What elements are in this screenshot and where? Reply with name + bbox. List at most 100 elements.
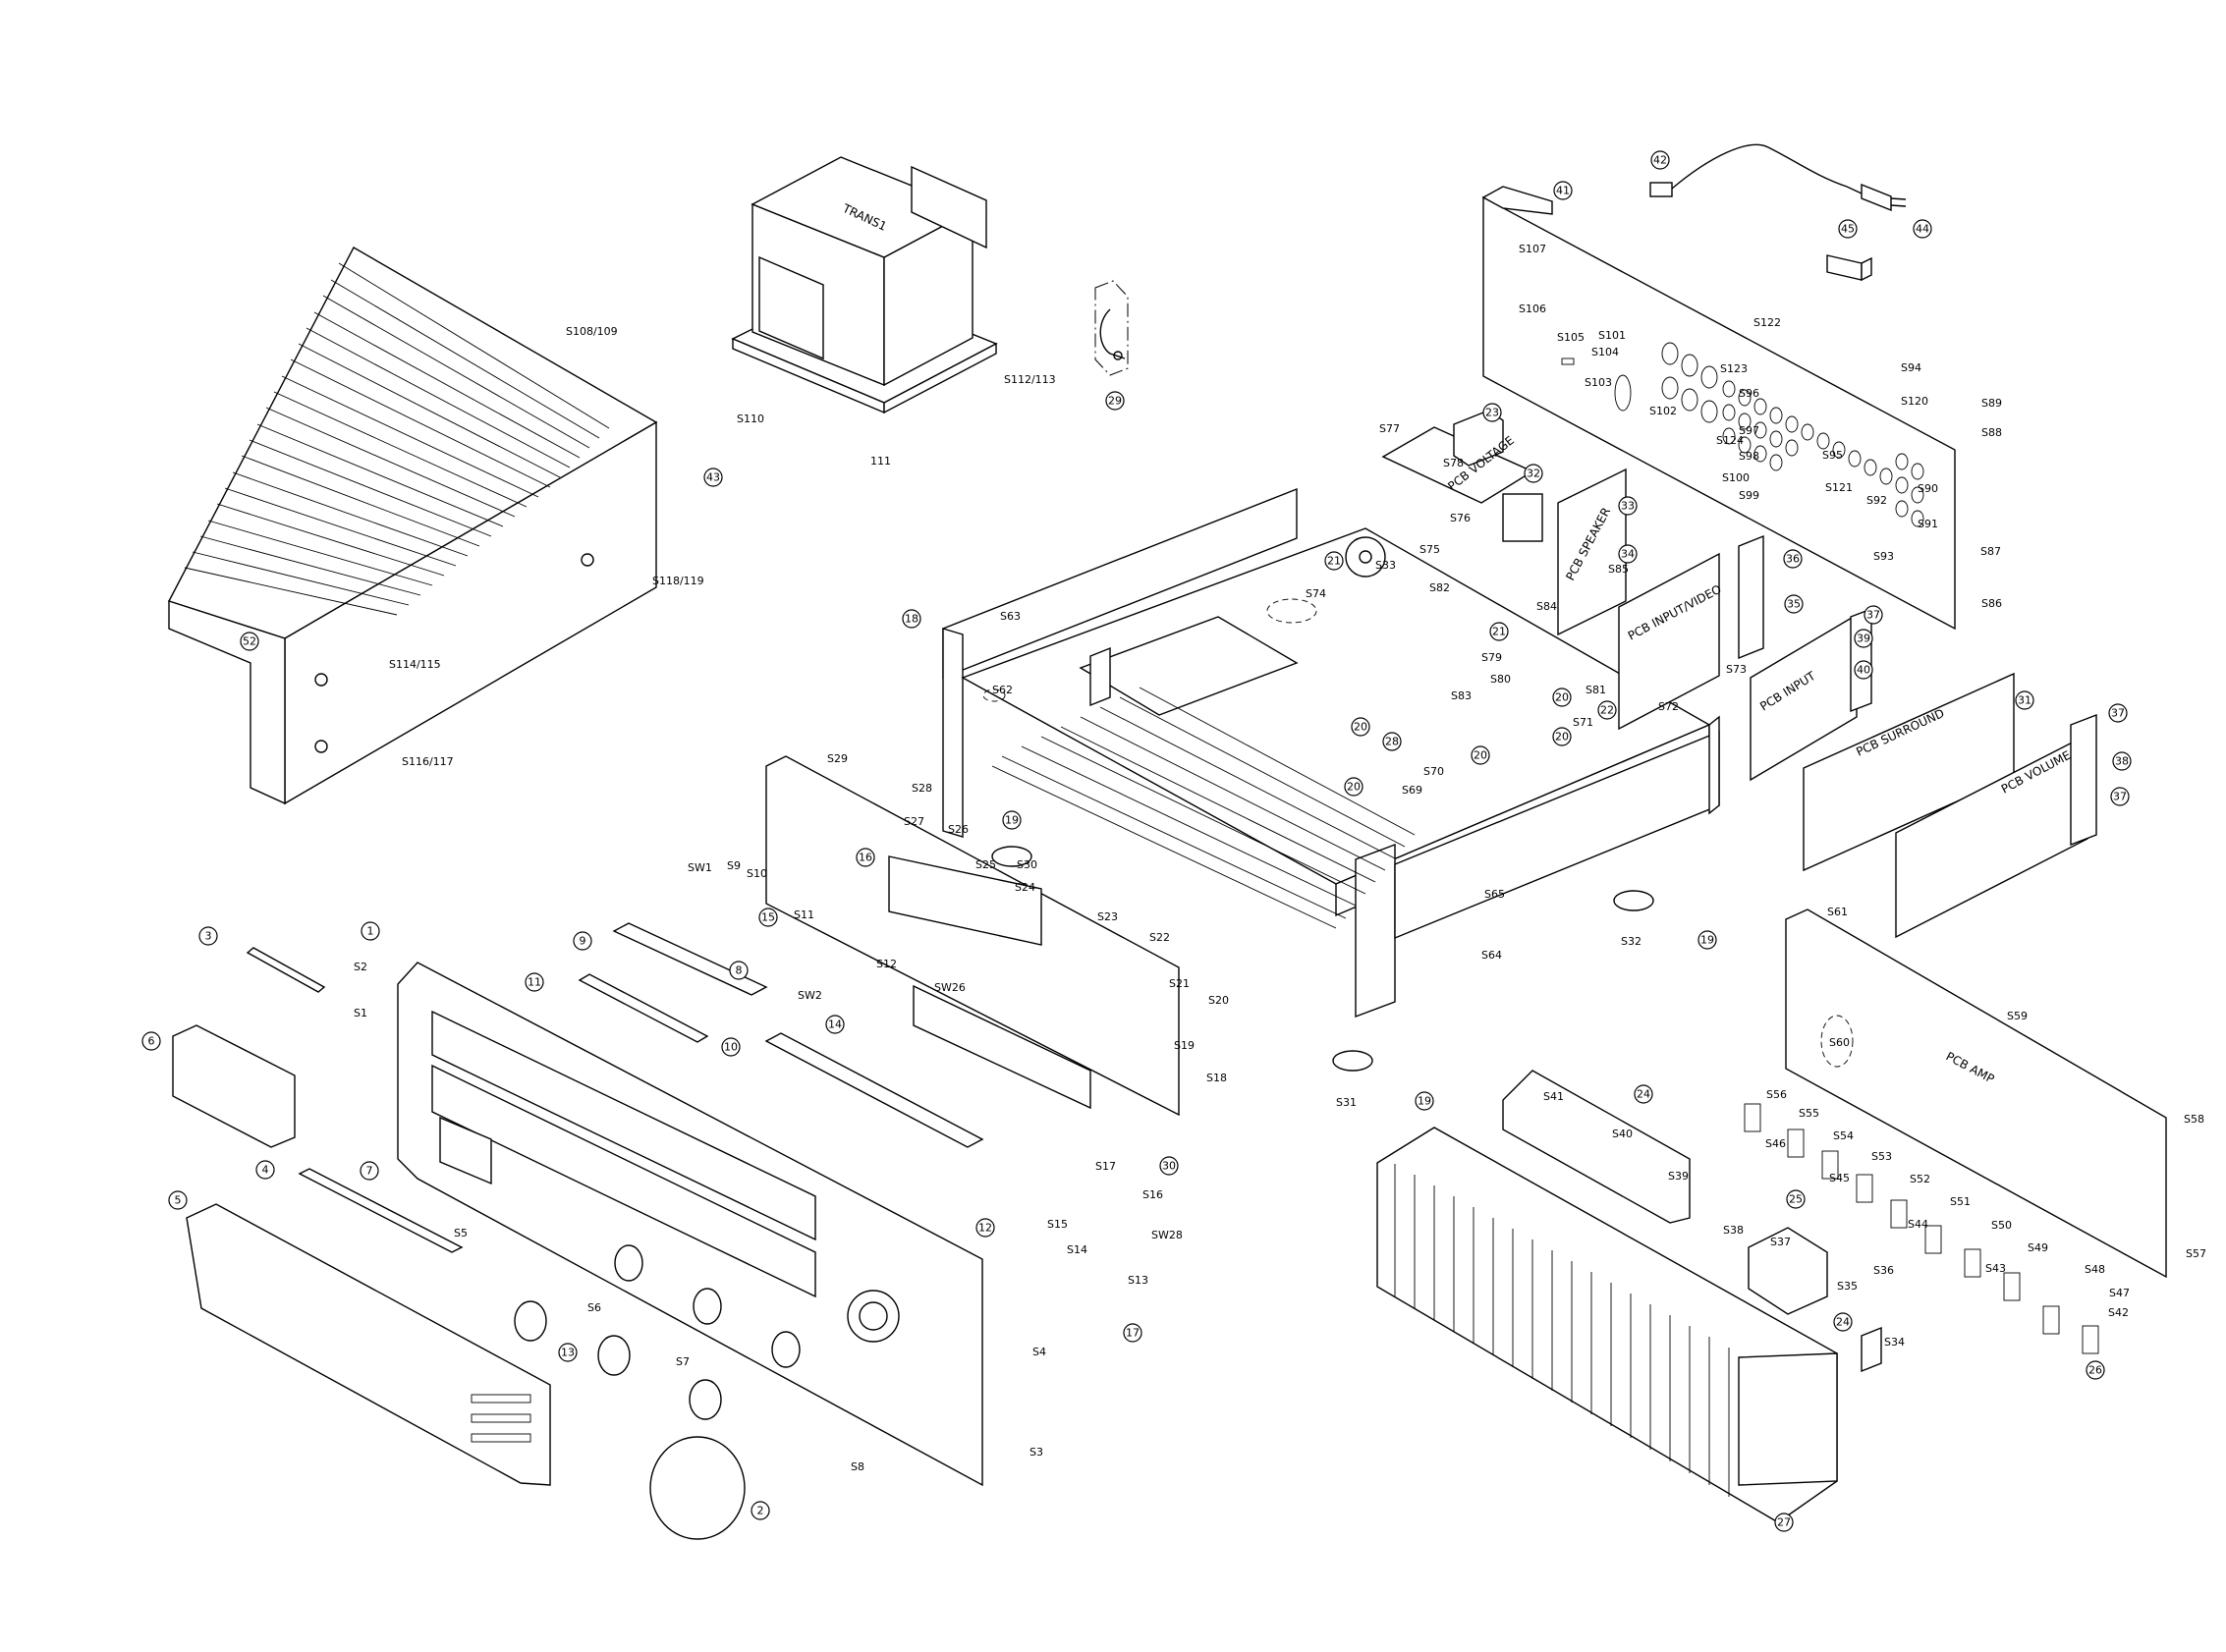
label-s34: S34 (1884, 1336, 1905, 1349)
switch-label-sw1: SW1 (688, 861, 712, 874)
callout-29: 29 (1105, 391, 1125, 411)
callout-circle (2112, 751, 2132, 771)
label-s33: S33 (1375, 559, 1396, 572)
callout-number: 19 (1005, 814, 1019, 827)
logo-strip (246, 947, 326, 993)
callout-number: 34 (1621, 548, 1635, 561)
label-s74: S74 (1306, 587, 1326, 600)
callout-circle (1324, 551, 1344, 571)
callout-circle (1552, 727, 1572, 746)
callout-1: 1 (361, 921, 380, 941)
callout-circle (825, 1015, 845, 1034)
callout-circle (573, 931, 592, 951)
callout-number: 43 (706, 471, 720, 484)
callout-33: 33 (1618, 496, 1638, 516)
label-s27: S27 (904, 815, 924, 828)
label-s103: S103 (1585, 376, 1612, 389)
callout-7: 7 (360, 1161, 379, 1181)
callout-37: 37 (2108, 703, 2128, 723)
callout-circle (2108, 703, 2128, 723)
callout-circle (1854, 629, 1873, 648)
label-111: 111 (870, 455, 891, 468)
callout-17: 17 (1123, 1323, 1142, 1343)
callout-39: 39 (1854, 629, 1873, 648)
label-s123: S123 (1720, 362, 1748, 375)
callout-number: 27 (1777, 1516, 1791, 1529)
callout-number: 38 (2115, 755, 2129, 768)
label-s71: S71 (1573, 716, 1593, 729)
callout-circle (1524, 464, 1543, 483)
callout-number: 35 (1787, 598, 1801, 611)
callout-circle (240, 632, 259, 651)
label-s91: S91 (1918, 518, 1938, 530)
label-s25: S25 (975, 858, 996, 871)
callout-number: 1 (367, 925, 374, 938)
callout-number: 42 (1653, 154, 1667, 167)
label-s97: S97 (1739, 424, 1759, 437)
label-s81: S81 (1586, 684, 1606, 696)
label-s69: S69 (1402, 784, 1422, 797)
callout-circle (1833, 1312, 1853, 1332)
callout-32: 32 (1524, 464, 1543, 483)
callout-number: 32 (1527, 468, 1540, 480)
label-s48: S48 (2085, 1263, 2105, 1276)
knobs (514, 1300, 746, 1540)
label-s28: S28 (912, 782, 932, 795)
callout-circle (1382, 732, 1402, 751)
callout-number: 9 (580, 935, 586, 948)
callout-13: 13 (558, 1343, 578, 1362)
label-s36: S36 (1873, 1264, 1894, 1277)
callout-8: 8 (729, 961, 749, 980)
label-s87: S87 (1980, 545, 2001, 558)
label-s75: S75 (1419, 543, 1440, 556)
callout-circle (758, 908, 778, 927)
callout-number: 6 (148, 1035, 155, 1048)
label-s107: S107 (1519, 243, 1546, 255)
callout-number: 2 (757, 1505, 764, 1517)
label-s92: S92 (1866, 494, 1887, 507)
callout-number: 10 (724, 1041, 738, 1054)
label-s31: S31 (1336, 1096, 1357, 1109)
callout-circle (1553, 181, 1573, 200)
callout-4: 4 (255, 1160, 275, 1180)
callout-20: 20 (1552, 688, 1572, 707)
label-s85: S85 (1608, 563, 1629, 576)
callout-circle (1618, 544, 1638, 564)
label-s49: S49 (2028, 1241, 2048, 1254)
callout-circle (1864, 605, 1883, 625)
callout-number: 11 (528, 976, 541, 989)
callout-14: 14 (825, 1015, 845, 1034)
label-s122: S122 (1753, 316, 1781, 329)
callout-group: 1234567891011121314151617181919192020202… (141, 150, 2132, 1532)
callout-38: 38 (2112, 751, 2132, 771)
label-s37: S37 (1770, 1236, 1791, 1248)
callout-number: 23 (1485, 407, 1499, 419)
callout-number: 20 (1555, 691, 1569, 704)
callout-21: 21 (1489, 622, 1509, 641)
switch-label-sw26: SW26 (934, 981, 966, 994)
label-s38: S38 (1723, 1224, 1744, 1237)
callout-5: 5 (168, 1190, 188, 1210)
power-cord (1649, 143, 1907, 282)
callout-circle (729, 961, 749, 980)
label-s41: S41 (1543, 1090, 1564, 1103)
callout-circle (1783, 549, 1803, 569)
callout-number: 36 (1786, 553, 1800, 566)
label-s50: S50 (1991, 1219, 2012, 1232)
callout-19: 19 (1415, 1091, 1434, 1111)
callout-number: 37 (2113, 791, 2127, 803)
label-s40: S40 (1612, 1128, 1633, 1140)
top-cover (167, 247, 658, 805)
callout-circle (141, 1031, 161, 1051)
callout-circle (1634, 1084, 1653, 1104)
label-s101: S101 (1598, 329, 1626, 342)
callout-number: 7 (366, 1165, 373, 1178)
callout-circle (168, 1190, 188, 1210)
callout-circle (751, 1501, 770, 1520)
callout-number: 19 (1418, 1095, 1431, 1108)
callout-circle (1552, 688, 1572, 707)
label-s4: S4 (1032, 1346, 1046, 1358)
callout-number: 45 (1841, 223, 1855, 236)
label-s12: S12 (876, 958, 897, 970)
label-s98: S98 (1739, 450, 1759, 463)
